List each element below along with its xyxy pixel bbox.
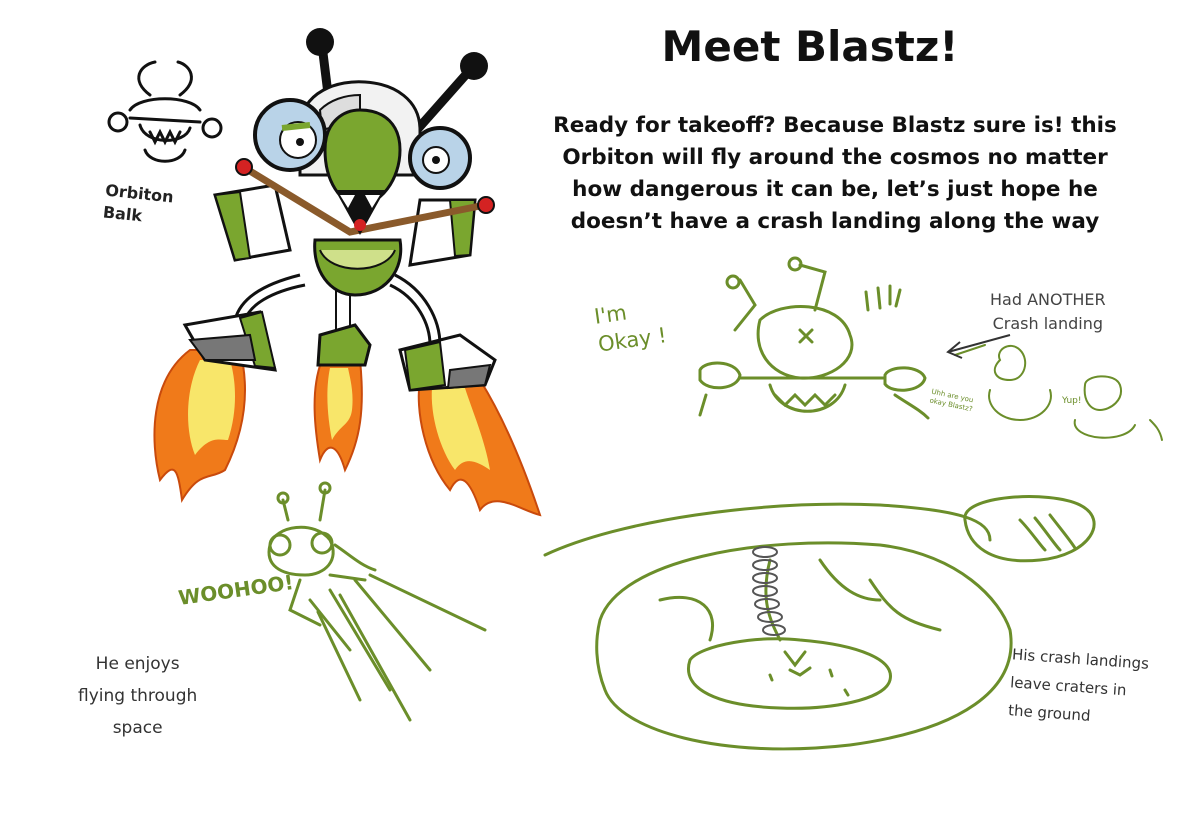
- note-line: Crash landing: [992, 314, 1104, 333]
- foot-right: [398, 333, 497, 392]
- flame-middle: [313, 359, 363, 473]
- staff: [235, 158, 495, 236]
- sketch-flying-blastz: [267, 481, 487, 722]
- arm-left: [213, 183, 292, 262]
- foot-left: [182, 310, 278, 372]
- flame-right: [417, 379, 542, 517]
- page-title: Meet Blastz!: [661, 22, 959, 71]
- flame-left: [153, 349, 246, 503]
- eye-left: [253, 98, 327, 172]
- note-line: Had ANOTHER: [990, 290, 1106, 309]
- note-line: space: [112, 718, 163, 738]
- body: [313, 238, 403, 297]
- sketch-crash-blastz: [698, 256, 930, 420]
- sketch-crater: [543, 495, 1096, 751]
- note-line: flying through: [78, 686, 198, 706]
- foot-middle: [316, 323, 372, 367]
- note-crash-craters: His crash landings leave craters in the …: [1007, 640, 1150, 733]
- legs: [233, 273, 442, 346]
- label-orbiton-balk: Orbiton Balk: [102, 180, 175, 231]
- note-im-okay: I'm Okay !: [592, 293, 668, 358]
- eye-right: [408, 126, 472, 190]
- sketch-spring: [752, 546, 786, 636]
- description-text: Ready for takeoff? Because Blastz sure i…: [553, 113, 1117, 234]
- note-he-enjoys: He enjoys flying through space: [78, 648, 197, 744]
- note-yup: Yup!: [1062, 396, 1082, 406]
- arrow-icon: [946, 334, 1011, 359]
- sketch-mini-crew: [954, 344, 1163, 441]
- head: [298, 80, 422, 235]
- note-had-another: Had ANOTHER Crash landing: [990, 288, 1106, 336]
- note-line: He enjoys: [95, 654, 180, 674]
